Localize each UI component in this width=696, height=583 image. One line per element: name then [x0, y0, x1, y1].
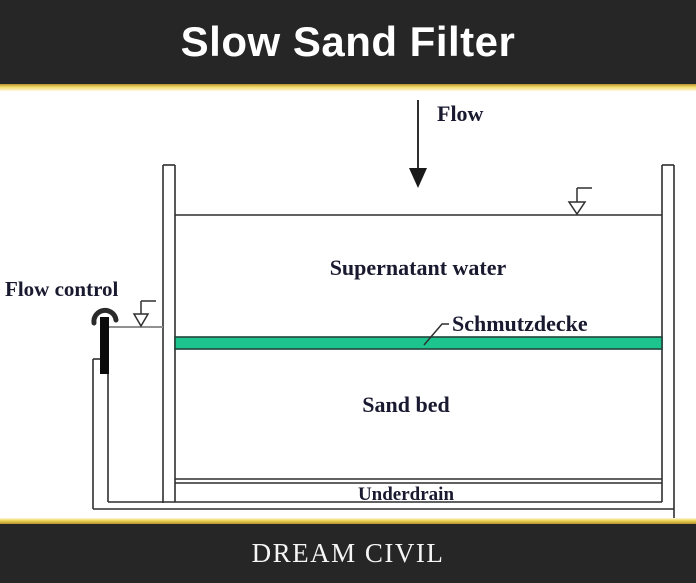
tank-left-wall — [162, 164, 176, 503]
flow-arrow-icon — [409, 100, 427, 188]
underdrain-top-lines — [175, 478, 662, 484]
label-sand-bed: Sand bed — [362, 392, 449, 417]
diagram-svg: Flow Supernatant water Schmutzdecke — [5, 100, 675, 518]
outlet-pipe — [92, 358, 674, 510]
water-level-icon-right — [567, 187, 592, 216]
label-schmutzdecke: Schmutzdecke — [452, 311, 588, 336]
label-underdrain: Underdrain — [358, 484, 455, 505]
gold-divider-top — [0, 84, 696, 91]
label-flow-control: Flow control — [5, 277, 119, 301]
schmutzdecke-layer — [174, 336, 663, 350]
flow-control-valve-icon — [91, 307, 119, 374]
page-title: Slow Sand Filter — [180, 18, 516, 65]
gold-divider-bottom — [0, 518, 696, 524]
brand-name: DREAM CIVIL — [251, 538, 445, 568]
label-flow: Flow — [437, 101, 484, 126]
label-supernatant-water: Supernatant water — [330, 255, 507, 280]
footer-bar: DREAM CIVIL — [0, 524, 696, 583]
header-bar: Slow Sand Filter — [0, 0, 696, 84]
slow-sand-filter-diagram: Flow Supernatant water Schmutzdecke — [0, 91, 696, 518]
tank-right-wall — [661, 164, 675, 518]
water-level-icon-left — [132, 300, 156, 328]
schmutzdecke-leader-line — [423, 323, 449, 346]
